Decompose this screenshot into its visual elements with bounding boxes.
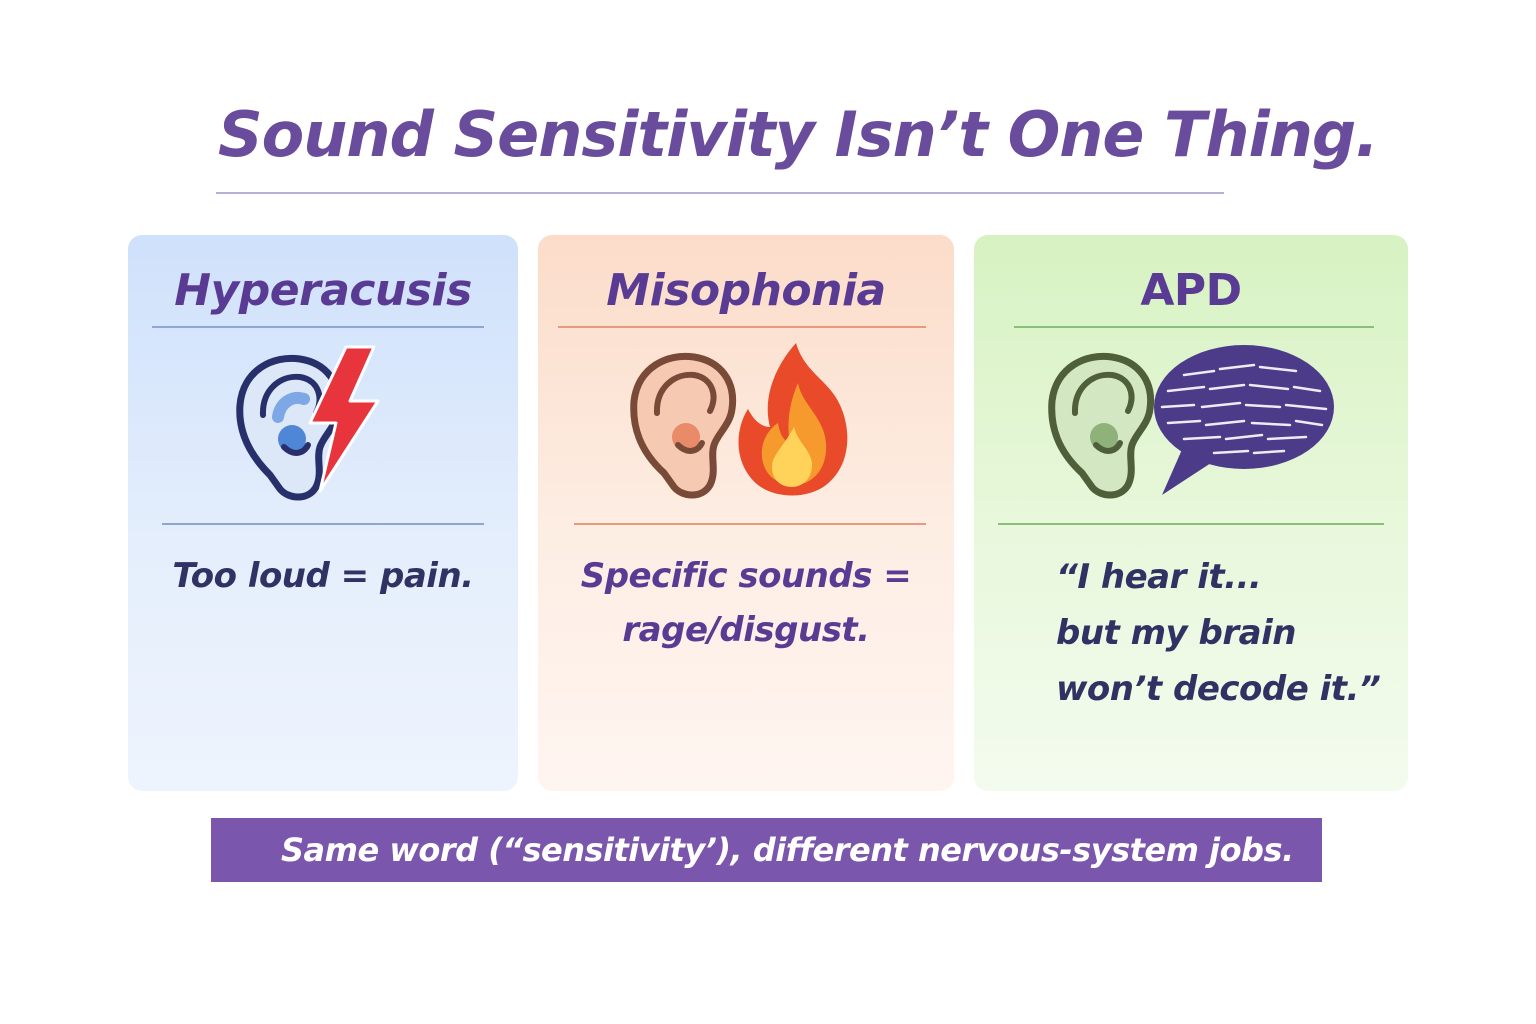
apd-illustration <box>1044 335 1344 509</box>
card-hyperacusis: Hyperacusis Too loud = pain. <box>128 235 518 791</box>
ear-icon <box>1048 352 1155 499</box>
card-heading-hyperacusis: Hyperacusis <box>174 265 472 316</box>
ear-icon <box>630 352 737 499</box>
card-description-hyperacusis: Too loud = pain. <box>172 556 474 596</box>
misophonia-illustration <box>626 335 866 509</box>
card-divider <box>162 523 484 525</box>
card-misophonia: Misophonia Specific sounds = rage/disgus… <box>538 235 954 791</box>
card-divider <box>998 523 1384 525</box>
card-description-apd: “I hear it... but my brain won’t decode … <box>1056 557 1381 709</box>
card-apd: APD “ <box>974 235 1408 791</box>
hyperacusis-illustration <box>228 335 398 519</box>
fire-icon <box>738 343 848 496</box>
scrambled-speech-bubble-icon <box>1154 345 1334 495</box>
title-divider <box>216 192 1224 194</box>
card-heading-apd: APD <box>1140 265 1242 316</box>
card-divider <box>558 326 926 328</box>
page-title: Sound Sensitivity Isn’t One Thing. <box>218 98 1379 171</box>
summary-banner: Same word (“sensitivity’), different ner… <box>211 818 1322 882</box>
card-divider <box>1014 326 1374 328</box>
card-divider <box>574 523 926 525</box>
card-description-misophonia: Specific sounds = rage/disgust. <box>580 556 912 650</box>
lightning-bolt-icon <box>308 345 380 493</box>
card-heading-misophonia: Misophonia <box>606 265 886 316</box>
summary-banner-text: Same word (“sensitivity’), different ner… <box>281 831 1294 869</box>
card-divider <box>152 326 484 328</box>
